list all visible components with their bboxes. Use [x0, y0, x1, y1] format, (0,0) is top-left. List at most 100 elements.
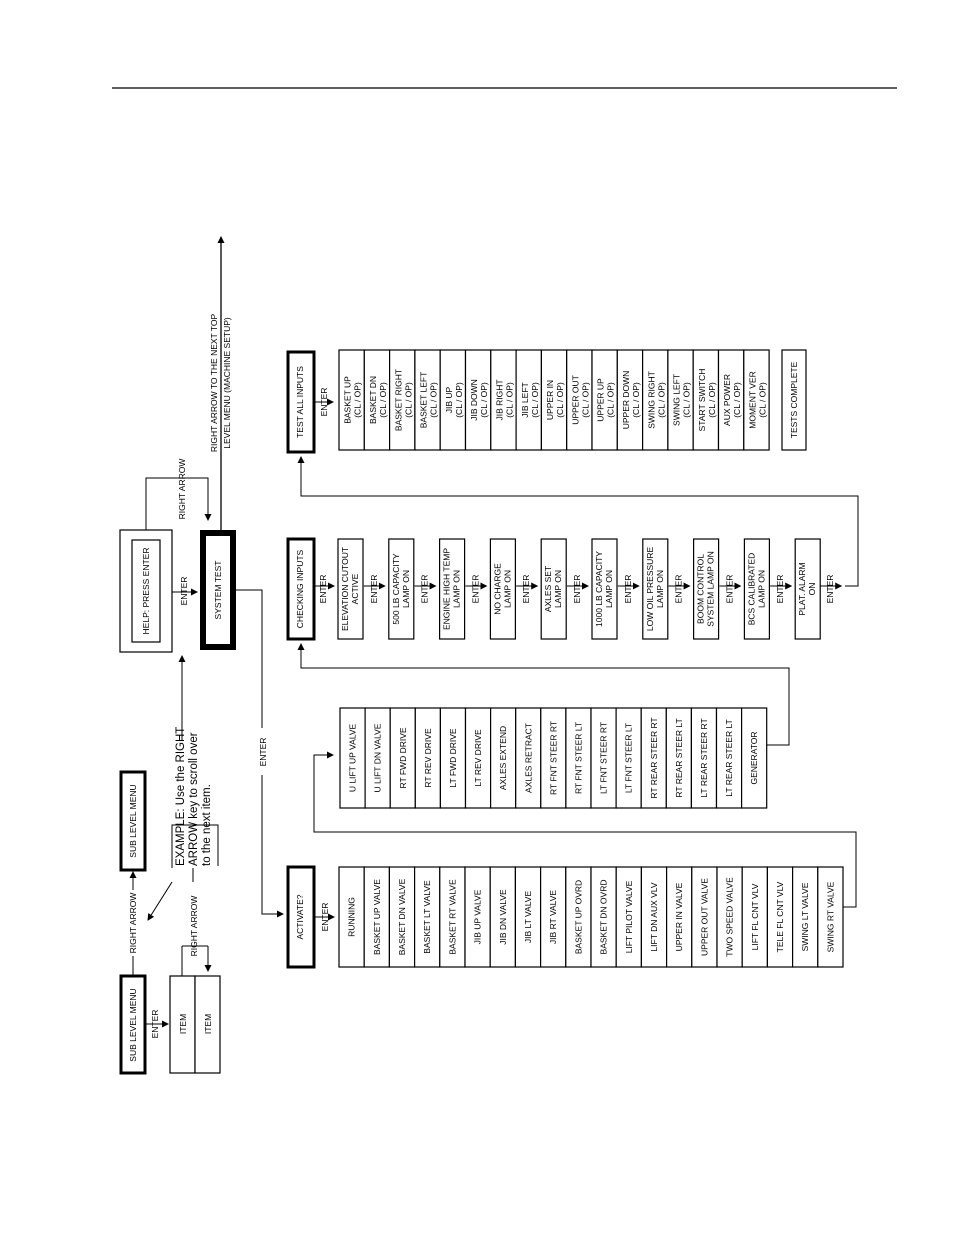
checking-step-box[interactable]: [692, 538, 720, 640]
example-line-2: ARROW key to scroll over: [188, 732, 200, 866]
help-right-arrow: [145, 477, 212, 530]
activate-list-a-item-label: BASKET DN VALVE: [397, 878, 407, 955]
test-all-inputs-item-sublabel: (CL / OP): [403, 382, 413, 418]
test-all-inputs-item-label: BASKET RIGHT: [393, 369, 403, 431]
activate-list-b-item-box[interactable]: [740, 707, 768, 809]
help-box[interactable]: [131, 539, 161, 643]
activate-list-a-item-box[interactable]: [741, 866, 769, 968]
tests-complete-box[interactable]: [781, 349, 807, 451]
test-all-inputs-item-label: SWING RIGHT: [646, 371, 656, 429]
test-all-inputs-item-box[interactable]: [389, 349, 416, 451]
activate-list-b-item-label: RT REAR STEER RT: [649, 717, 659, 798]
checking-enter-label: ENTER: [623, 575, 633, 604]
activate-list-a-item-box[interactable]: [565, 866, 592, 968]
item-label-2: ITEM: [203, 1014, 213, 1034]
activate-list-a-item-box[interactable]: [766, 866, 794, 968]
checking-step-box[interactable]: [591, 538, 618, 640]
checking-enter-label: ENTER: [521, 575, 531, 604]
activate-list-a-item-box[interactable]: [791, 866, 819, 968]
activate-list-b-item-box[interactable]: [665, 707, 692, 809]
activate-list-b-item-box[interactable]: [715, 707, 743, 809]
activate-list-a-item-label: BASKET UP VALVE: [372, 879, 382, 955]
test-all-inputs-item-box[interactable]: [566, 349, 593, 451]
activate-list-a-item-box[interactable]: [665, 866, 693, 968]
test-all-inputs-item-sublabel: (CL / OP): [656, 382, 666, 418]
activate-list-b-item-label: LT REAR STEER RT: [699, 718, 709, 797]
checking-enter-label: ENTER: [775, 575, 785, 604]
test-all-inputs-item-label: UPPER OUT: [570, 375, 580, 425]
sub-level-right-arrow-label: RIGHT ARROW: [128, 893, 138, 954]
activate-list-a-item-box[interactable]: [388, 866, 416, 968]
activate-label: ACTIVATE?: [295, 894, 305, 939]
checking-step-box[interactable]: [489, 538, 516, 640]
test-all-inputs-item-box[interactable]: [616, 349, 644, 451]
activate-list-b-item-label: LT REAR STEER LT: [724, 719, 734, 796]
activate-list-b-item-box[interactable]: [414, 707, 441, 809]
system-enter-arrow: [261, 775, 284, 918]
activate-list-b-item-box[interactable]: [540, 707, 567, 809]
checking-enter-label: ENTER: [470, 575, 480, 604]
test-all-inputs-item-box[interactable]: [338, 349, 365, 451]
activate-list-b-item-label: RT REAR STEER LT: [674, 718, 684, 797]
test-all-inputs-item-label: BASKET DN: [368, 376, 378, 424]
example-pointer: [147, 881, 173, 921]
activate-list-a-item-label: LIFT PILOT VALVE: [624, 880, 634, 953]
checking-step-box[interactable]: [337, 538, 364, 640]
activate-list-b-item-box[interactable]: [339, 707, 366, 809]
activate-list-a-item-box[interactable]: [539, 866, 567, 968]
activate-list-a-item-label: LIFT DN AUX VLV: [649, 882, 659, 951]
next-sub-level-menu-box[interactable]: [119, 770, 147, 872]
test-all-inputs-item-sublabel: (CL / OP): [555, 382, 565, 418]
test-all-inputs-item-label: AUX POWER: [722, 374, 732, 426]
checking-step-box[interactable]: [540, 538, 567, 640]
activate-list-a-item-box[interactable]: [817, 866, 844, 968]
checking-step-box[interactable]: [439, 538, 466, 640]
activate-list-a-item-box[interactable]: [590, 866, 617, 968]
checking-inputs-label: CHECKING INPUTS: [295, 549, 305, 628]
test-all-inputs-item-box[interactable]: [743, 349, 770, 451]
checking-step-box[interactable]: [743, 538, 771, 640]
test-all-inputs-item-box[interactable]: [717, 349, 745, 451]
system-enter-line: [236, 589, 263, 728]
activate-list-b-item-box[interactable]: [490, 707, 517, 809]
activate-list-b-item-box[interactable]: [464, 707, 492, 809]
activate-list-b-item-box[interactable]: [389, 707, 416, 809]
help-right-arrow-label: RIGHT ARROW: [177, 459, 187, 520]
checking-enter-label: ENTER: [572, 575, 582, 604]
checking-step-label: ENGINE HIGH TEMP: [442, 548, 452, 630]
checking-step-box[interactable]: [642, 538, 669, 640]
test-all-inputs-item-box[interactable]: [692, 349, 720, 451]
activate-list-b-item-box[interactable]: [690, 707, 718, 809]
activate-list-a-item-box[interactable]: [640, 866, 668, 968]
activate-list-a-item-box[interactable]: [716, 866, 743, 968]
test-all-inputs-item-box[interactable]: [591, 349, 618, 451]
activate-list-b-item-box[interactable]: [565, 707, 592, 809]
checking-inputs-box[interactable]: [286, 537, 316, 641]
checking-step-sublabel: LAMP ON: [604, 570, 614, 608]
test-all-inputs-item-box[interactable]: [667, 349, 694, 451]
test-all-inputs-item-sublabel: (CL / OP): [707, 382, 717, 418]
test-all-inputs-item-sublabel: (CL / OP): [580, 382, 590, 418]
system-test-box[interactable]: [200, 530, 236, 650]
activate-list-a-item-box[interactable]: [691, 866, 718, 968]
activate-list-b-item-box[interactable]: [515, 707, 542, 809]
test-all-inputs-item-sublabel: (CL / OP): [530, 382, 540, 418]
checking-step-box[interactable]: [388, 538, 415, 640]
test-all-inputs-box[interactable]: [286, 350, 316, 454]
activate-list-a-item-box[interactable]: [363, 866, 391, 968]
checking-step-sublabel: ON: [807, 583, 817, 596]
activate-list-b-item-box[interactable]: [615, 707, 642, 809]
checking-step-label: NO CHARGE: [492, 563, 502, 615]
system-enter-label: ENTER: [258, 738, 268, 767]
item-box-2[interactable]: [194, 975, 221, 1074]
checking-step-sublabel: LAMP ON: [655, 570, 665, 608]
checking-step-box[interactable]: [794, 538, 821, 640]
checking-step-sublabel: LAMP ON: [756, 570, 766, 608]
activate-list-b-item-label: LT FNT STEER LT: [624, 723, 634, 793]
test-all-inputs-item-sublabel: (CL / OP): [429, 382, 439, 418]
test-all-inputs-item-sublabel: (CL / OP): [732, 382, 742, 418]
test-all-inputs-item-label: SWING LEFT: [672, 374, 682, 426]
test-all-inputs-item-sublabel: (CL / OP): [757, 382, 767, 418]
checking-step-label: 1000 LB CAPACITY: [594, 551, 604, 627]
